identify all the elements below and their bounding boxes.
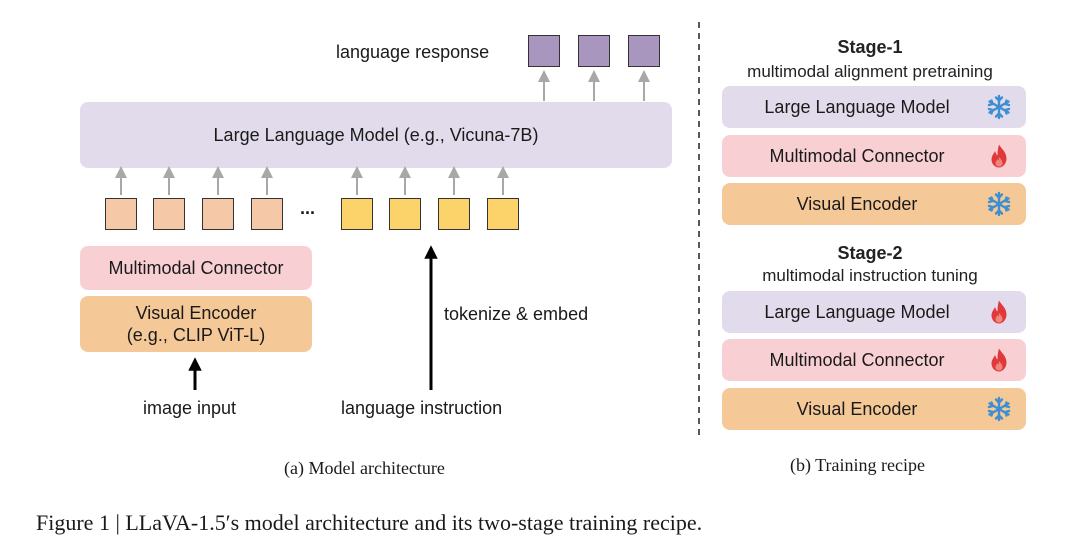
stage2-connector-label: Multimodal Connector [769, 349, 945, 370]
stage2-encoder-label: Visual Encoder [796, 398, 918, 419]
stage1-subtitle: multimodal alignment pretraining [747, 62, 993, 81]
stage1-llm-label: Large Language Model [764, 96, 950, 117]
language-token [487, 198, 519, 230]
snowflake-icon [986, 94, 1012, 120]
visual-token [251, 198, 283, 230]
image-input-label: image input [143, 398, 237, 418]
language-instruction-label: language instruction [341, 398, 503, 418]
output-token [528, 35, 560, 67]
connector-label: Multimodal Connector [108, 257, 284, 278]
encoder-example-label: (e.g., CLIP ViT-L) [126, 325, 266, 345]
stage1-connector-label: Multimodal Connector [769, 145, 945, 166]
token-ellipsis: ... [300, 198, 316, 218]
visual-token [202, 198, 234, 230]
visual-token [153, 198, 185, 230]
stage1-title: Stage-1 [837, 37, 903, 57]
stage2-encoder-row: Visual Encoder [722, 388, 1026, 430]
llm-box: Large Language Model (e.g., Vicuna-7B) [80, 102, 672, 168]
input-arrows [188, 245, 438, 390]
stage2-connector-row: Multimodal Connector [722, 339, 1026, 381]
tokenize-embed-label: tokenize & embed [444, 304, 589, 324]
llm-label: Large Language Model (e.g., Vicuna-7B) [213, 124, 539, 145]
stage2-subtitle: multimodal instruction tuning [762, 266, 978, 285]
flame-icon [986, 347, 1012, 373]
encoder-label: Visual Encoder [135, 303, 257, 323]
recipe-caption: (b) Training recipe [790, 455, 925, 475]
language-token [341, 198, 373, 230]
stage2-llm-label: Large Language Model [764, 301, 950, 322]
language-response-label: language response [336, 42, 490, 62]
language-token [389, 198, 421, 230]
visual-token [105, 198, 137, 230]
stage1-encoder-row: Visual Encoder [722, 183, 1026, 225]
stage1-encoder-label: Visual Encoder [796, 193, 918, 214]
architecture-caption: (a) Model architecture [284, 458, 445, 478]
flame-icon [986, 143, 1012, 169]
snowflake-icon [986, 191, 1012, 217]
output-token [628, 35, 660, 67]
figure-caption: Figure 1 | LLaVA-1.5′s model architectur… [36, 510, 703, 535]
stage2-llm-row: Large Language Model [722, 291, 1026, 333]
stage1-llm-row: Large Language Model [722, 86, 1026, 128]
multimodal-connector-box: Multimodal Connector [80, 246, 312, 290]
stage1-connector-row: Multimodal Connector [722, 135, 1026, 177]
output-token [578, 35, 610, 67]
visual-encoder-box: Visual Encoder (e.g., CLIP ViT-L) [80, 296, 312, 352]
stage2-title: Stage-2 [837, 243, 903, 263]
language-token [438, 198, 470, 230]
flame-icon [986, 299, 1012, 325]
token-arrows [115, 70, 650, 195]
panel-divider [698, 22, 700, 436]
snowflake-icon [986, 396, 1012, 422]
